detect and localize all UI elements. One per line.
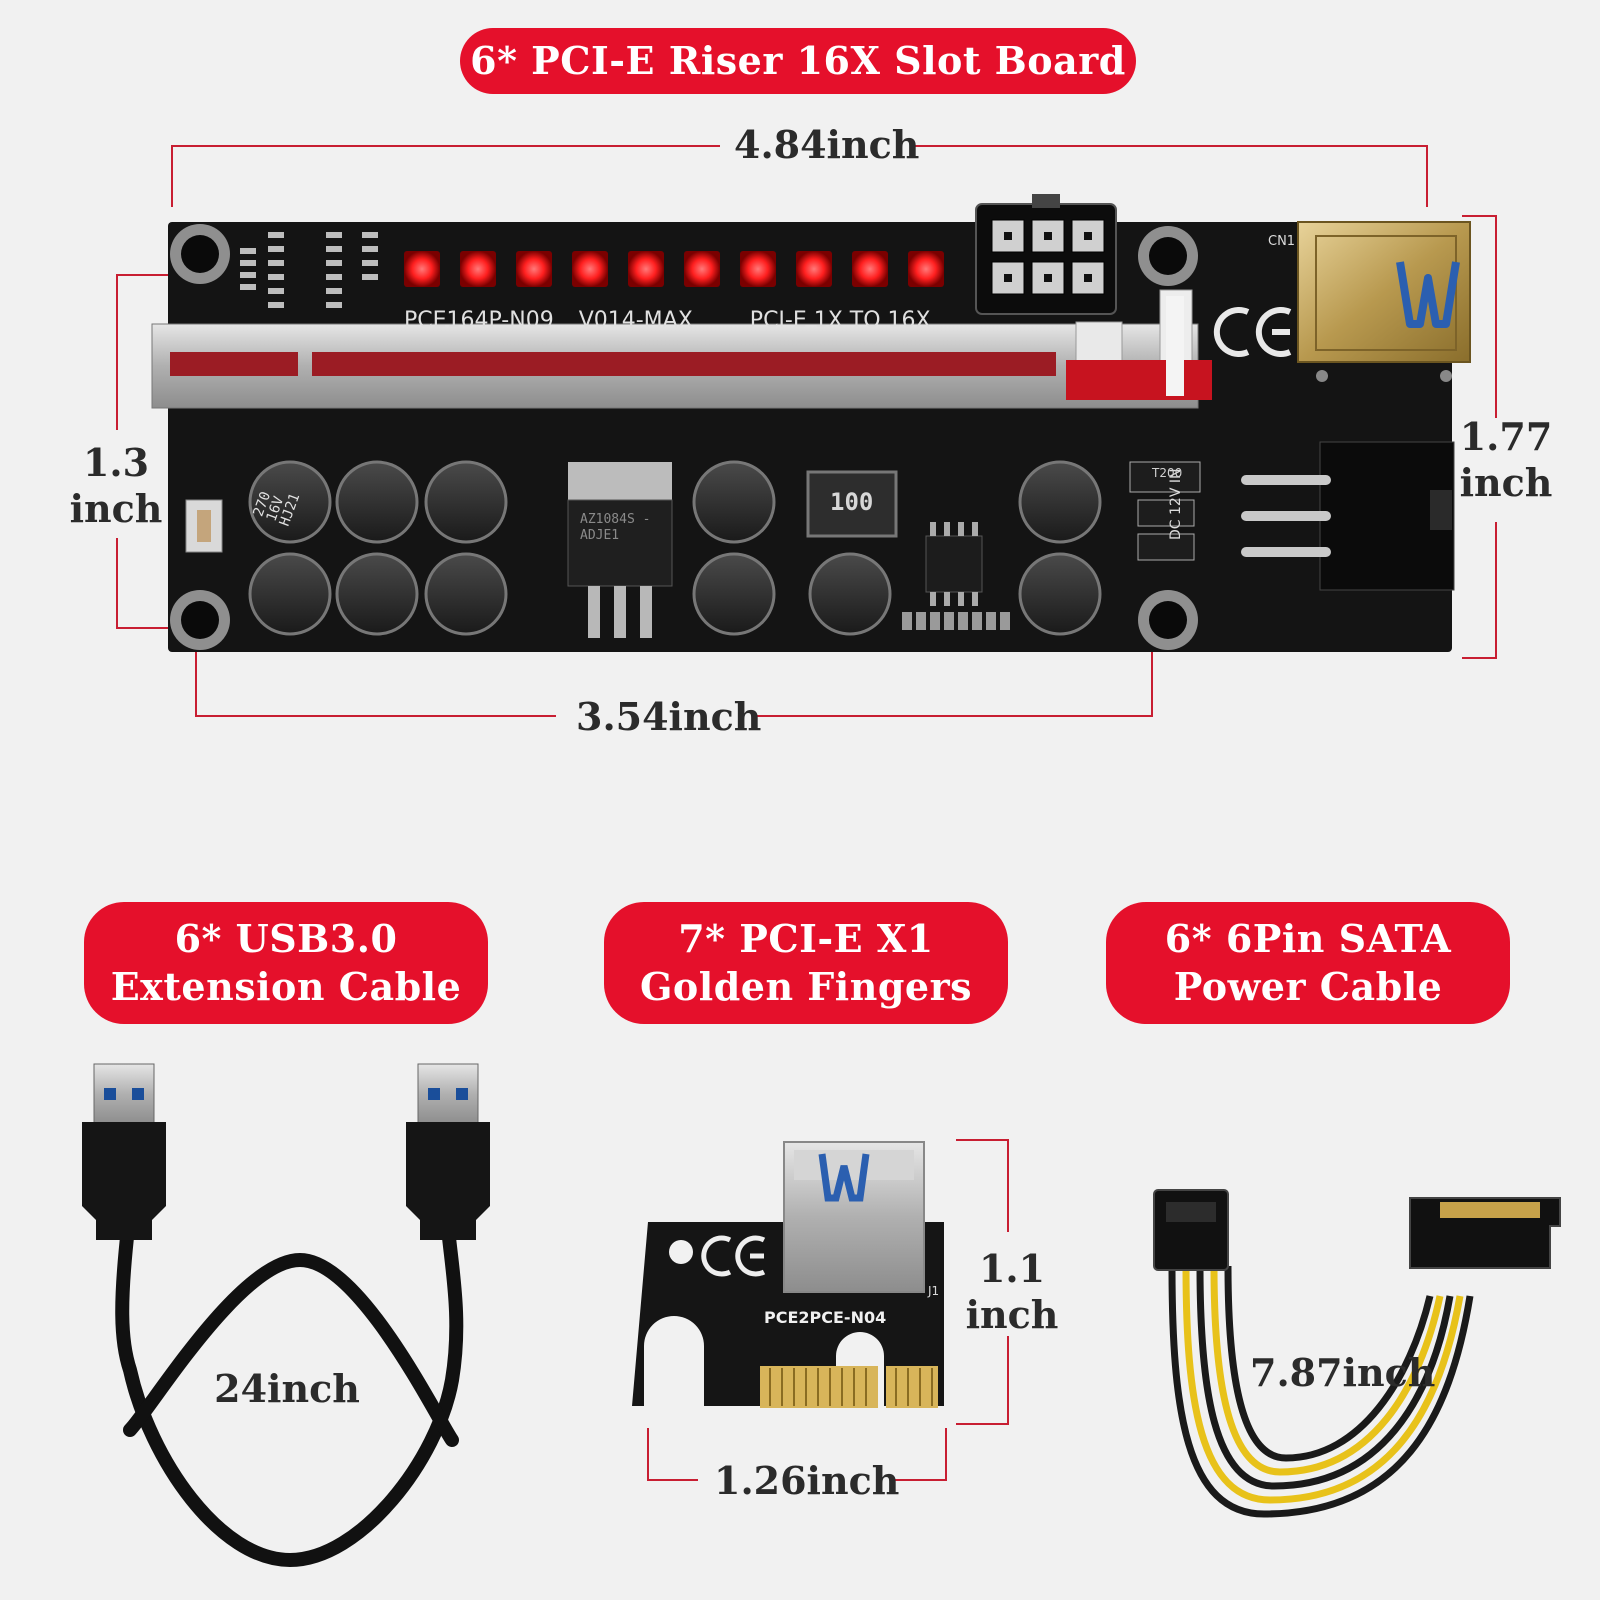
power-cable-length-label: 7.87inch (1250, 1350, 1436, 1395)
sata-cable-heading-text: 6* 6Pin SATA Power Cable (1164, 916, 1452, 1009)
usb-cable-heading: 6* USB3.0 Extension Cable (84, 902, 488, 1024)
board-model-silkscreen: PCE164P-N09 V014-MAX PCI-E 1X TO 16X (404, 308, 931, 333)
board-height-label: 1.77 inch (1459, 414, 1553, 505)
board-slot-text: PCI-E 1X TO 16X (749, 308, 931, 333)
reset-button (185, 499, 223, 553)
pcie-x1-heading-text: 7* PCI-E X1 Golden Fingers (639, 916, 973, 1009)
board-hole-span-label: 3.54inch (562, 694, 761, 740)
pcie-x16-slot (151, 289, 1212, 409)
card-model-silkscreen: PCE2PCE-N04 (764, 1308, 887, 1327)
chip-u3 (925, 522, 983, 606)
usb-extension-cable (82, 1063, 490, 1568)
board-version-text: V014-MAX (578, 308, 693, 333)
usb-cable-length-label: 24inch (214, 1366, 360, 1411)
mounting-holes (170, 224, 1198, 650)
pcie-x1-heading: 7* PCI-E X1 Golden Fingers (604, 902, 1008, 1024)
card-dimension-lines (647, 1139, 1009, 1481)
sata-power-connector (1241, 441, 1455, 591)
ce-mark-icon (701, 1235, 766, 1277)
led-row (404, 251, 944, 287)
sata-cable-heading: 6* 6Pin SATA Power Cable (1106, 902, 1510, 1024)
usb3-port (1297, 221, 1471, 382)
sata-cable (1153, 1189, 1561, 1518)
board-dimension-lines (116, 145, 1497, 717)
six-pin-power-connector (975, 194, 1117, 315)
board-hole-height-label: 1.3 inch (69, 440, 163, 531)
riser-board (151, 194, 1471, 652)
board-model-text: PCE164P-N09 (404, 308, 554, 333)
voltage-regulator (567, 462, 673, 638)
board-heading-text: 6* PCI-E Riser 16X Slot Board (470, 38, 1126, 83)
pcie-x1-card (632, 1141, 944, 1408)
usb-cable-heading-text: 6* USB3.0 Extension Cable (110, 916, 462, 1009)
card-width-label: 1.26inch (700, 1458, 899, 1504)
usb-port-ref: CN1 (1268, 234, 1296, 249)
ce-mark-icon (1213, 307, 1292, 357)
card-ref-silkscreen: J1 (928, 1284, 940, 1298)
electrolytic-capacitors (248, 460, 1102, 636)
inductor-value: 100 (830, 488, 874, 516)
diodes (1129, 461, 1201, 561)
inductor (806, 470, 898, 538)
board-width-label: 4.84inch (720, 122, 919, 168)
card-height-label: 1.1 inch (965, 1246, 1059, 1337)
tvs-marking: T200 (1152, 466, 1183, 480)
regulator-marking: AZ1084S -ADJE1 (580, 512, 651, 543)
board-heading: 6* PCI-E Riser 16X Slot Board (460, 28, 1136, 94)
